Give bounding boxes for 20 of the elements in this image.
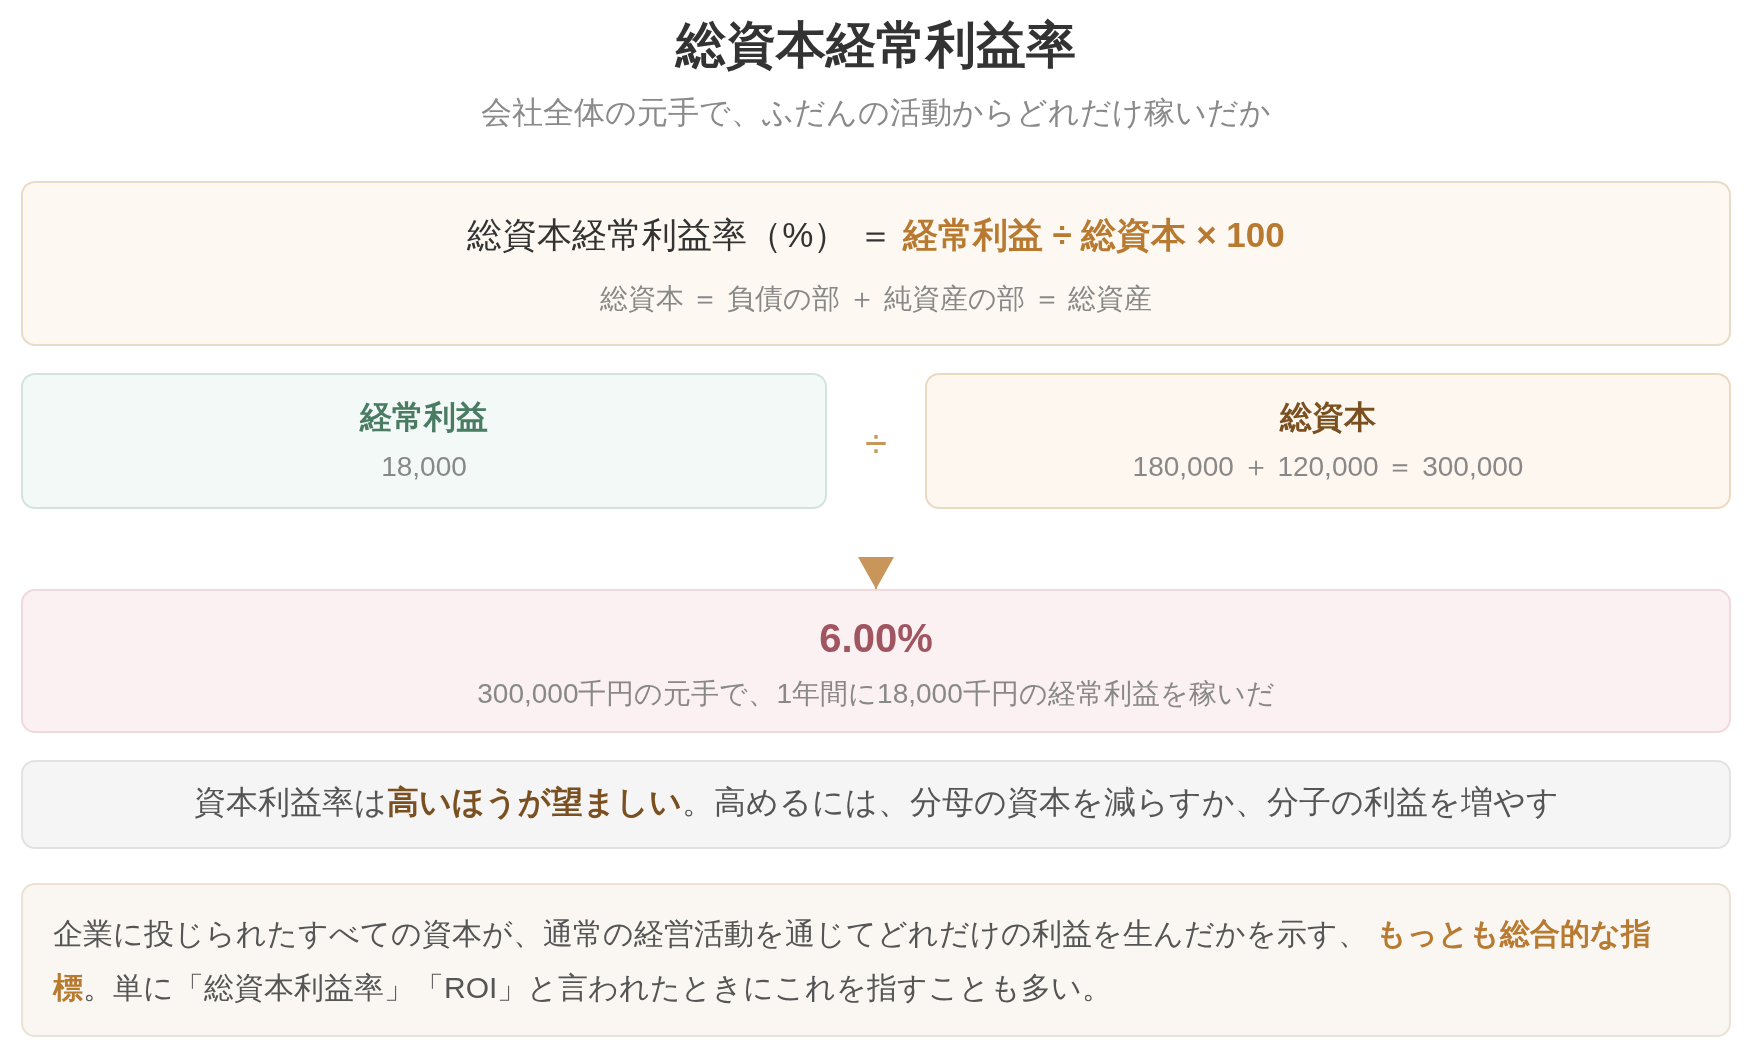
division-sign: ÷ — [865, 420, 887, 467]
formula-panel — [21, 181, 1731, 346]
title: 総資本経常利益率 — [676, 16, 1076, 75]
card-value: 180,000 ＋ 120,000 ＝ 300,000 — [1132, 449, 1524, 484]
numerator-card — [21, 373, 827, 509]
note-panel — [21, 760, 1731, 849]
result-text: 300,000千円の元手で、1年間に18,000千円の経常利益を稼いだ — [477, 676, 1275, 711]
formula-text: 総資本経常利益率（%） ＝ 経常利益 ÷ 総資本 × 100 — [467, 214, 1285, 257]
denominator-card — [925, 373, 1731, 509]
result-panel — [21, 589, 1731, 733]
subtitle: 会社全体の元手で、ふだんの活動からどれだけ稼いだか — [481, 93, 1271, 132]
description-text: 企業に投じられたすべての資本が、通常の経営活動を通じてどれだけの利益を生んだかを示す、 もっとも総合的な指標。単に「総資本利益率」「ROI」と言われたときにこれを指すことも多い。 — [53, 916, 1653, 1006]
card-heading: 経常利益 — [360, 398, 488, 438]
note-text: 資本利益率は高いほうが望ましい。高めるには、分母の資本を減らすか、分子の利益を増やす — [193, 783, 1559, 823]
result-value: 6.00% — [819, 615, 933, 662]
card-heading: 総資本 — [1280, 398, 1376, 438]
arrow — [858, 557, 894, 590]
formula-note: 総資本 ＝ 負債の部 ＋ 純資産の部 ＝ 総資産 — [599, 281, 1153, 316]
description-panel — [21, 883, 1731, 1037]
card-value: 18,000 — [381, 449, 467, 484]
